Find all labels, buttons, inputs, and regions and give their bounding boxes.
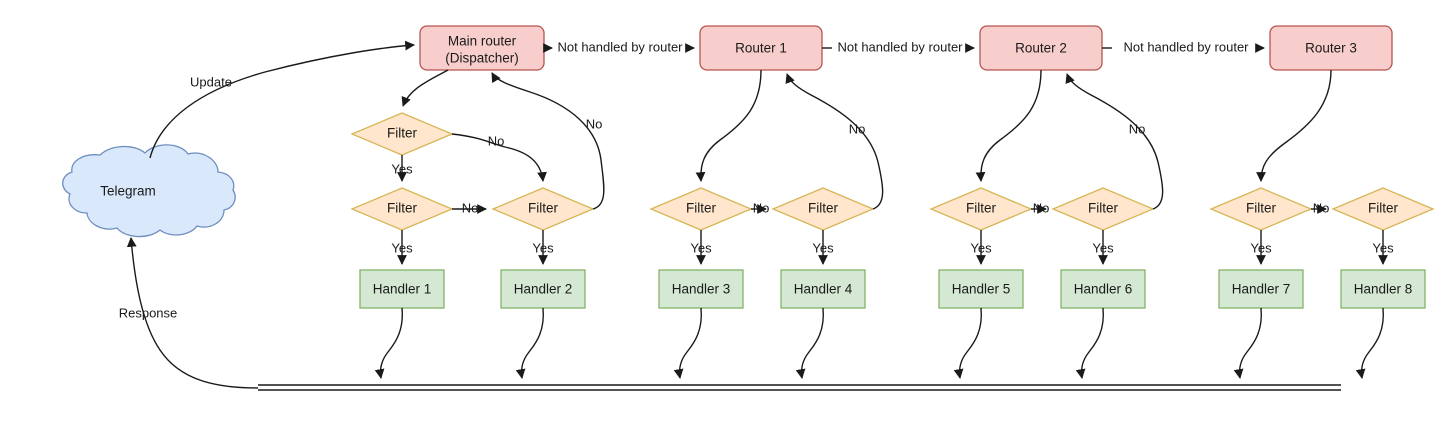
main-router-label-line2: (Dispatcher) — [445, 51, 519, 66]
handler-2-label: Handler 2 — [514, 282, 573, 297]
node-filter-6[interactable]: Filter — [1051, 187, 1155, 231]
handler-2-box — [500, 269, 586, 309]
filter-5-label: Filter — [966, 201, 997, 216]
edge-label-response: Response — [119, 305, 178, 320]
filter-3-label: Filter — [686, 201, 717, 216]
node-router-3[interactable]: Router 3 — [1269, 25, 1393, 71]
node-filter-1[interactable]: Filter — [350, 187, 454, 231]
edge-response — [126, 237, 259, 389]
edge-handler-8-to-bus — [1355, 307, 1385, 379]
handler-8-box — [1340, 269, 1426, 309]
edge-filter-4-no-return — [785, 73, 884, 210]
edge-label-no-6: No — [1033, 200, 1050, 215]
handler-5-label: Handler 5 — [952, 282, 1011, 297]
node-handler-3[interactable]: Handler 3 — [658, 269, 744, 309]
handler-3-label: Handler 3 — [672, 282, 731, 297]
node-handler-5[interactable]: Handler 5 — [938, 269, 1024, 309]
edge-label-yes-8: Yes — [1250, 240, 1272, 255]
edge-label-no-3: No — [586, 116, 603, 131]
router-3-label: Router 3 — [1305, 41, 1357, 56]
edge-handler-7-to-bus — [1233, 307, 1263, 379]
node-main-router[interactable]: Main router (Dispatcher) — [419, 25, 545, 71]
router-1-label: Router 1 — [735, 41, 787, 56]
edge-filter-2-no-return — [491, 72, 605, 210]
edge-filter-top-no — [451, 133, 547, 182]
edge-label-no-8: No — [1313, 200, 1330, 215]
edge-label-no-5: No — [849, 121, 866, 136]
telegram-cloud[interactable]: Telegram — [62, 144, 236, 238]
edge-label-no-4: No — [753, 200, 770, 215]
edge-router-1-to-filter-3 — [695, 69, 762, 182]
edge-handler-1-to-bus — [374, 307, 404, 379]
filter-7-label: Filter — [1246, 201, 1277, 216]
edge-label-yes-7: Yes — [1092, 240, 1114, 255]
node-filter-3[interactable]: Filter — [649, 187, 753, 231]
edge-label-yes-1: Yes — [391, 161, 413, 176]
cloud-shape — [62, 144, 236, 238]
edge-handler-3-to-bus — [673, 307, 703, 379]
node-filter-5[interactable]: Filter — [929, 187, 1033, 231]
edge-router-3-to-filter-7 — [1256, 69, 1332, 182]
node-filter-2[interactable]: Filter — [491, 187, 595, 231]
filter-4-label: Filter — [808, 201, 839, 216]
node-filter-top[interactable]: Filter — [350, 112, 454, 156]
filter-6-label: Filter — [1088, 201, 1119, 216]
handler-4-box — [780, 269, 866, 309]
node-router-1[interactable]: Router 1 — [699, 25, 823, 71]
node-handler-7[interactable]: Handler 7 — [1218, 269, 1304, 309]
handler-7-box — [1218, 269, 1304, 309]
handler-7-label: Handler 7 — [1232, 282, 1291, 297]
edge-label-update: Update — [190, 74, 232, 89]
handler-8-label: Handler 8 — [1354, 282, 1413, 297]
node-filter-8[interactable]: Filter — [1331, 187, 1435, 231]
handler-3-box — [658, 269, 744, 309]
edge-filter-6-no-return — [1065, 73, 1164, 210]
edge-label-not-handled-1: Not handled by router — [557, 39, 683, 54]
node-filter-7[interactable]: Filter — [1209, 187, 1313, 231]
handler-1-box — [359, 269, 445, 309]
handler-1-label: Handler 1 — [373, 282, 432, 297]
edge-label-not-handled-2: Not handled by router — [837, 39, 963, 54]
node-filter-4[interactable]: Filter — [771, 187, 875, 231]
handler-4-label: Handler 4 — [794, 282, 853, 297]
cloud-label: Telegram — [100, 184, 156, 199]
edge-handler-6-to-bus — [1075, 307, 1105, 379]
edge-label-yes-6: Yes — [970, 240, 992, 255]
edge-handler-5-to-bus — [953, 307, 983, 379]
edge-mainrouter-to-filter-top — [401, 69, 449, 107]
filter-top-label: Filter — [387, 126, 418, 141]
edge-handler-4-to-bus — [795, 307, 825, 379]
edge-label-yes-3: Yes — [532, 240, 554, 255]
edge-label-yes-5: Yes — [812, 240, 834, 255]
edge-handler-2-to-bus — [515, 307, 545, 379]
filter-2-label: Filter — [528, 201, 559, 216]
edge-label-no-7: No — [1129, 121, 1146, 136]
edge-router-2-to-filter-5 — [975, 69, 1042, 182]
edge-label-yes-4: Yes — [690, 240, 712, 255]
node-router-2[interactable]: Router 2 — [979, 25, 1103, 71]
node-handler-2[interactable]: Handler 2 — [500, 269, 586, 309]
node-handler-4[interactable]: Handler 4 — [780, 269, 866, 309]
node-handler-6[interactable]: Handler 6 — [1060, 269, 1146, 309]
edge-update — [149, 40, 415, 159]
edge-label-not-handled-3: Not handled by router — [1123, 39, 1249, 54]
edge-label-no-2: No — [462, 200, 479, 215]
filter-8-label: Filter — [1368, 201, 1399, 216]
handler-6-box — [1060, 269, 1146, 309]
node-handler-1[interactable]: Handler 1 — [359, 269, 445, 309]
filter-1-label: Filter — [387, 201, 418, 216]
edge-label-yes-9: Yes — [1372, 240, 1394, 255]
handler-6-label: Handler 6 — [1074, 282, 1133, 297]
router-2-label: Router 2 — [1015, 41, 1067, 56]
main-router-label-line1: Main router — [448, 34, 517, 49]
edge-label-no-1: No — [488, 133, 505, 148]
edge-label-yes-2: Yes — [391, 240, 413, 255]
node-handler-8[interactable]: Handler 8 — [1340, 269, 1426, 309]
